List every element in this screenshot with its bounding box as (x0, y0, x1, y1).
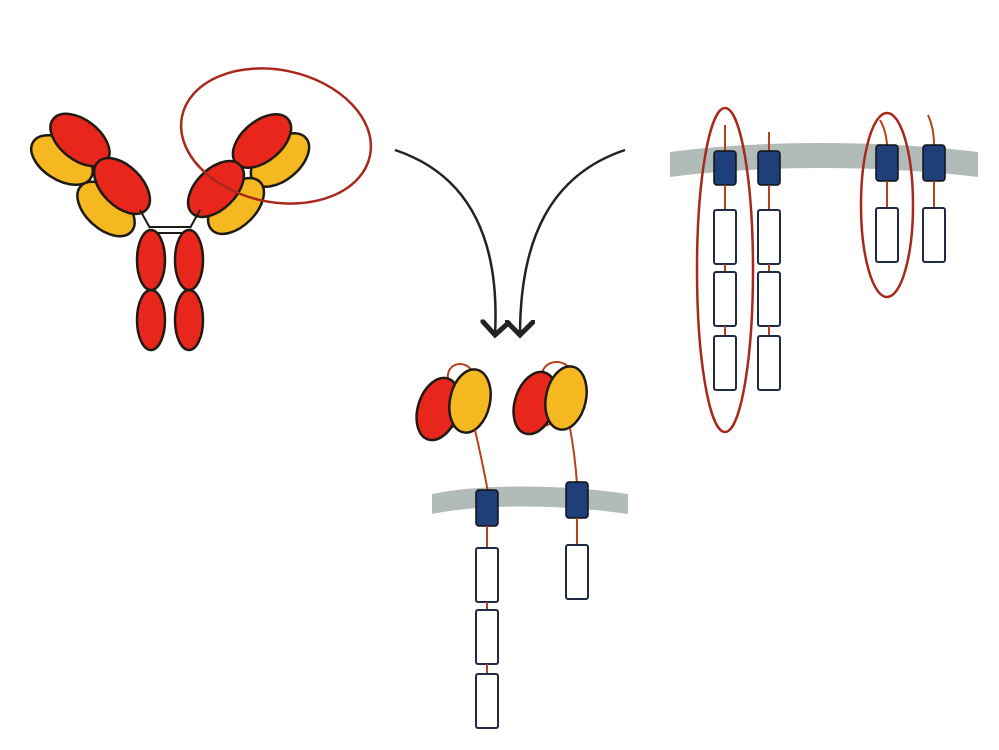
receptor-long-chain-a (713, 125, 737, 391)
transmembrane-domain (475, 489, 499, 527)
antibody-fc-ch3-right (173, 288, 205, 352)
receptor-linker (927, 114, 935, 146)
receptor-long-chain-b (757, 132, 781, 391)
antibody-fc-ch3-left (135, 288, 167, 352)
ig-domain (475, 547, 499, 603)
antibody (30, 67, 373, 352)
transmembrane-domain (713, 150, 737, 186)
chimeric-receptor (415, 361, 628, 729)
hinge-linker (474, 429, 489, 493)
antibody-arm-connector (189, 209, 201, 229)
merge-arrows (394, 148, 626, 335)
antibody-fab-highlight-loop (179, 67, 373, 205)
ig-domain (757, 271, 781, 327)
ig-domain (713, 335, 737, 391)
transmembrane-domain (565, 481, 589, 519)
scfv-light-domain (544, 365, 588, 431)
receptor-short-chain-a (875, 119, 899, 263)
hinge-linker (569, 427, 578, 485)
ig-domain (565, 544, 589, 600)
transmembrane-domain (757, 150, 781, 186)
arrow-from-receptor (520, 148, 626, 335)
antibody-fc-ch2-left (135, 228, 167, 292)
ig-domain (922, 207, 946, 263)
transmembrane-domain (875, 144, 899, 182)
antibody-arm-connector (139, 209, 151, 229)
ig-domain (713, 271, 737, 327)
chimeric-chain-long (415, 363, 499, 729)
transmembrane-domain (922, 144, 946, 182)
receptor-linker (879, 119, 888, 146)
antibody-heavy-chain-right-ch1 (186, 159, 246, 219)
receptor-highlight-loop-short (859, 111, 915, 299)
ig-domain (875, 207, 899, 263)
ig-domain (475, 609, 499, 665)
arrow-from-antibody (394, 148, 496, 335)
receptor-highlight-loop-long (695, 106, 755, 434)
scfv-light-domain (448, 368, 492, 434)
antibody-heavy-chain-left-ch1 (92, 156, 152, 216)
antibody-fc-ch2-right (173, 228, 205, 292)
cell-membrane (432, 486, 628, 514)
ig-domain (713, 209, 737, 265)
ig-domain (475, 673, 499, 729)
chimeric-chain-short (512, 361, 589, 600)
receptor-short-chain-b (922, 114, 946, 263)
ig-domain (757, 335, 781, 391)
membrane-receptors (670, 106, 978, 434)
ig-domain (757, 209, 781, 265)
